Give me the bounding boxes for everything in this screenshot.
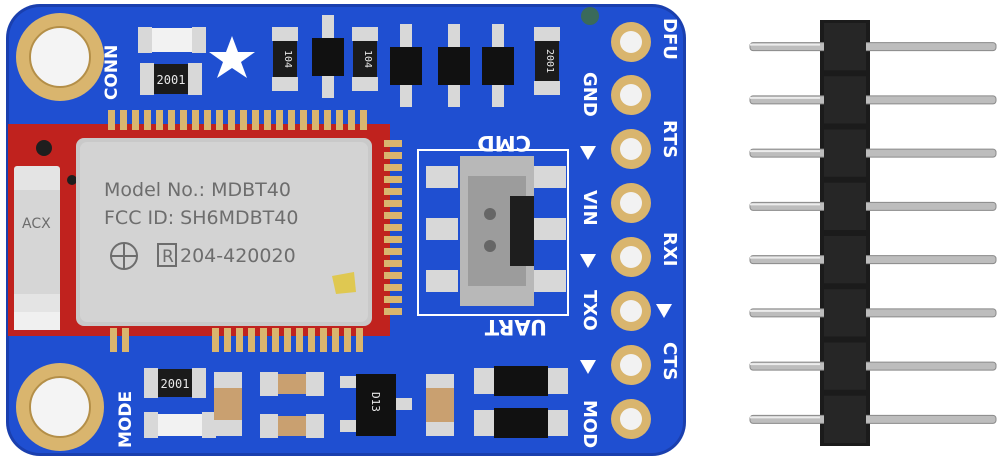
header-segment	[824, 129, 866, 177]
header-pin-highlight	[750, 96, 820, 99]
capacitor-3	[260, 414, 324, 438]
header-pin-highlight	[750, 43, 820, 46]
resistor-r3-code: 104	[362, 50, 373, 68]
cert-r-mark: R	[162, 247, 174, 267]
diode-5	[474, 366, 568, 396]
header-pads	[611, 22, 651, 439]
label-vin: VIN	[579, 190, 600, 226]
pin-header-strip	[749, 20, 997, 446]
label-mod: MOD	[579, 400, 600, 448]
header-pin-highlight	[750, 150, 820, 153]
cmd-uart-switch	[426, 156, 566, 306]
label-mode: MODE	[116, 391, 136, 448]
resistor-r3: 104	[352, 27, 378, 91]
label-txo: TXO	[579, 290, 600, 331]
header-pin-highlight	[750, 203, 820, 206]
label-rxi: RXI	[659, 232, 680, 266]
rf-shield: Model No.: MDBT40 FCC ID: SH6MDBT40 R 20…	[76, 138, 372, 326]
diode-2	[390, 24, 422, 107]
header-segment	[824, 342, 866, 390]
header-pin-highlight	[750, 309, 820, 312]
header-pin-highlight	[750, 416, 820, 419]
conn-led	[138, 27, 206, 53]
resistor-r5-code: 2001	[161, 377, 190, 391]
resistor-r2-code: 104	[282, 50, 293, 68]
capacitor-4	[426, 374, 454, 436]
header-segment	[824, 182, 866, 230]
module-model: Model No.: MDBT40	[104, 179, 291, 201]
label-cts: CTS	[659, 342, 680, 380]
mounting-hole-top	[16, 13, 104, 101]
resistor-r2: 104	[272, 27, 298, 91]
header-pin-highlight	[750, 256, 820, 259]
label-cmd: CMD	[477, 131, 531, 155]
header-pin-highlight	[750, 363, 820, 366]
cert-number: 204-420020	[180, 245, 296, 267]
header-segment	[824, 236, 866, 284]
capacitor-2	[260, 372, 324, 396]
header-segment	[824, 289, 866, 337]
resistor-r5: 2001	[144, 368, 206, 398]
resistor-r4-code: 2001	[544, 49, 555, 73]
label-rts: RTS	[659, 120, 680, 158]
label-conn: CONN	[102, 45, 122, 100]
voltage-regulator: D13	[340, 374, 412, 436]
mounting-hole-bottom	[16, 363, 104, 451]
label-uart: UART	[484, 315, 547, 339]
bluetooth-module: ACX Model No.: MDBT40 FCC ID: SH6MDBT40 …	[8, 110, 402, 352]
header-segment	[824, 395, 866, 443]
resistor-r1-code: 2001	[157, 73, 186, 87]
adafruit-logo	[209, 36, 255, 78]
diode-1	[312, 15, 344, 98]
pcb-board: 2001 104 104	[6, 4, 686, 456]
header-segment	[824, 76, 866, 124]
regulator-code: D13	[369, 392, 382, 412]
diode-3	[438, 24, 470, 107]
antenna-label: ACX	[22, 216, 51, 232]
label-dfu: DFU	[659, 18, 680, 60]
diode-6	[474, 408, 568, 438]
capacitor-1	[214, 372, 242, 436]
resistor-r1: 2001	[140, 63, 202, 95]
chip-antenna: ACX	[14, 166, 60, 330]
header-segment	[824, 23, 866, 71]
mode-led	[144, 412, 216, 438]
cert-logo	[110, 242, 138, 270]
module-fcc-id: FCC ID: SH6MDBT40	[104, 207, 298, 229]
diode-4	[482, 24, 514, 107]
resistor-r4: 2001	[534, 27, 560, 95]
label-gnd: GND	[579, 72, 600, 117]
